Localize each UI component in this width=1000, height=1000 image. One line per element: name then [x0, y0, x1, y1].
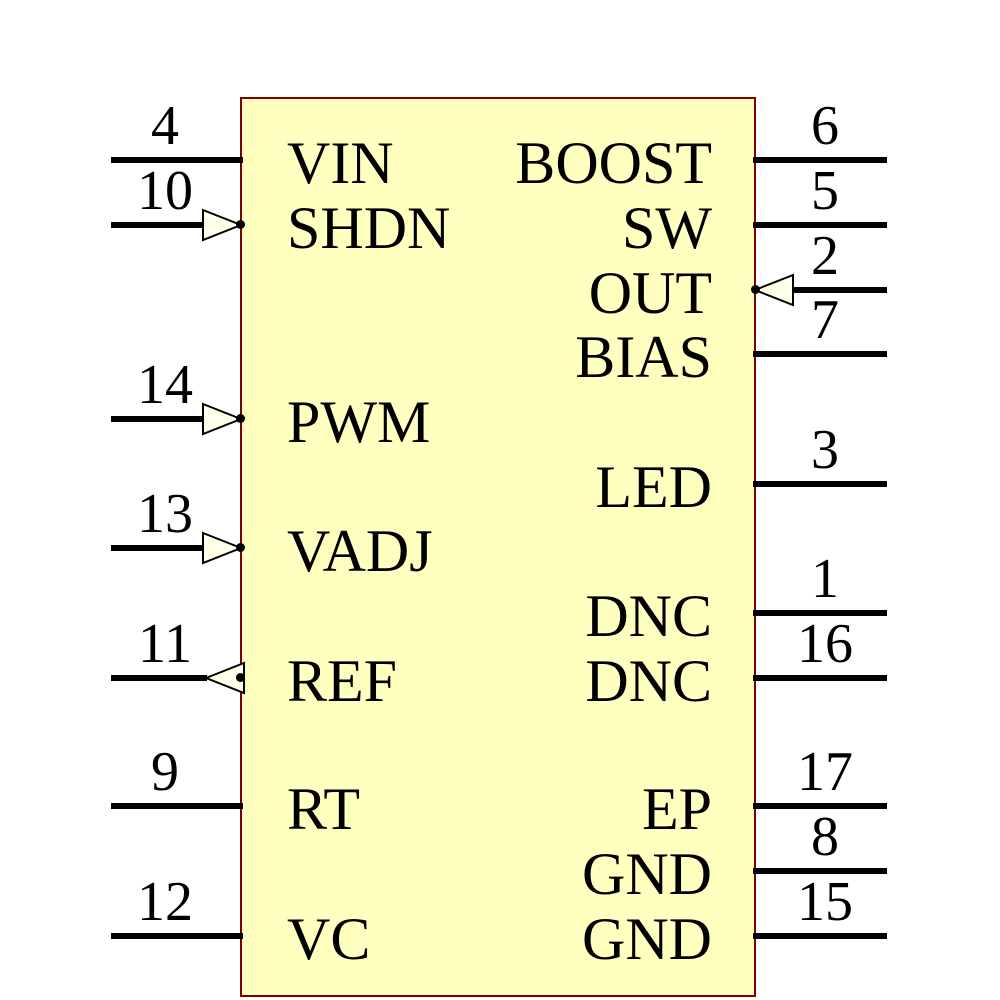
pin-boost-label: BOOST: [515, 130, 712, 196]
pin-pwm-line[interactable]: [111, 416, 205, 422]
pin-shdn-line[interactable]: [111, 222, 205, 228]
pin-connection-dot: [236, 543, 245, 552]
pin-rt-line[interactable]: [111, 803, 243, 809]
pin-ref-number: 11: [138, 613, 192, 675]
pin-ref-line[interactable]: [111, 675, 207, 681]
pin-sw-line[interactable]: [753, 222, 887, 228]
pin-shdn-label: SHDN: [287, 195, 451, 261]
pin-out-line[interactable]: [792, 287, 887, 293]
pin-gnd15-line[interactable]: [753, 933, 887, 939]
pin-vc-line[interactable]: [111, 933, 243, 939]
pin-gnd8-line[interactable]: [753, 868, 887, 874]
pin-vadj-line[interactable]: [111, 545, 205, 551]
pin-dnc1-label: DNC: [585, 583, 712, 649]
pin-dnc16-line[interactable]: [753, 675, 887, 681]
pin-ep-label: EP: [641, 776, 712, 842]
pin-dnc1-line[interactable]: [753, 610, 887, 616]
pin-connection-dot: [236, 414, 245, 423]
pin-vc-number: 12: [137, 871, 193, 933]
pin-vadj-number: 13: [137, 483, 193, 545]
pin-dnc1-number: 1: [811, 548, 839, 610]
pin-vin-number: 4: [151, 95, 179, 157]
pin-ep-line[interactable]: [753, 803, 887, 809]
pin-out-label: OUT: [588, 260, 712, 326]
input-arrow-icon: [753, 273, 794, 307]
pin-gnd8-label: GND: [582, 841, 712, 907]
pin-led-number: 3: [811, 419, 839, 481]
pin-connection-dot: [236, 220, 245, 229]
input-arrow-icon: [202, 208, 243, 242]
pin-pwm-number: 14: [137, 354, 193, 416]
pin-vin-line[interactable]: [111, 157, 243, 163]
pin-bias-label: BIAS: [575, 324, 712, 390]
pin-ep-number: 17: [797, 741, 853, 803]
pin-led-label: LED: [595, 454, 712, 520]
pin-gnd8-number: 8: [811, 806, 839, 868]
ic-body[interactable]: [240, 97, 756, 997]
pin-connection-dot: [751, 285, 760, 294]
pin-rt-number: 9: [151, 741, 179, 803]
pin-dnc16-number: 16: [797, 613, 853, 675]
pin-sw-number: 5: [811, 160, 839, 222]
pin-rt-label: RT: [287, 776, 361, 842]
pin-sw-label: SW: [622, 195, 712, 261]
pin-vin-label: VIN: [287, 130, 394, 196]
pin-gnd15-number: 15: [797, 871, 853, 933]
input-arrow-icon: [202, 531, 243, 565]
pin-dnc16-label: DNC: [585, 648, 712, 714]
pin-bias-number: 7: [811, 289, 839, 351]
pin-bias-line[interactable]: [753, 351, 887, 357]
pin-boost-line[interactable]: [753, 157, 887, 163]
pin-gnd15-label: GND: [582, 906, 712, 972]
pin-shdn-number: 10: [137, 160, 193, 222]
pin-led-line[interactable]: [753, 481, 887, 487]
input-arrow-icon: [202, 402, 243, 436]
pin-pwm-label: PWM: [287, 389, 431, 455]
pin-connection-dot: [236, 673, 245, 682]
pin-ref-label: REF: [287, 648, 398, 714]
pin-vc-label: VC: [287, 906, 371, 972]
pin-out-number: 2: [811, 225, 839, 287]
pin-boost-number: 6: [811, 95, 839, 157]
pin-vadj-label: VADJ: [287, 518, 433, 584]
